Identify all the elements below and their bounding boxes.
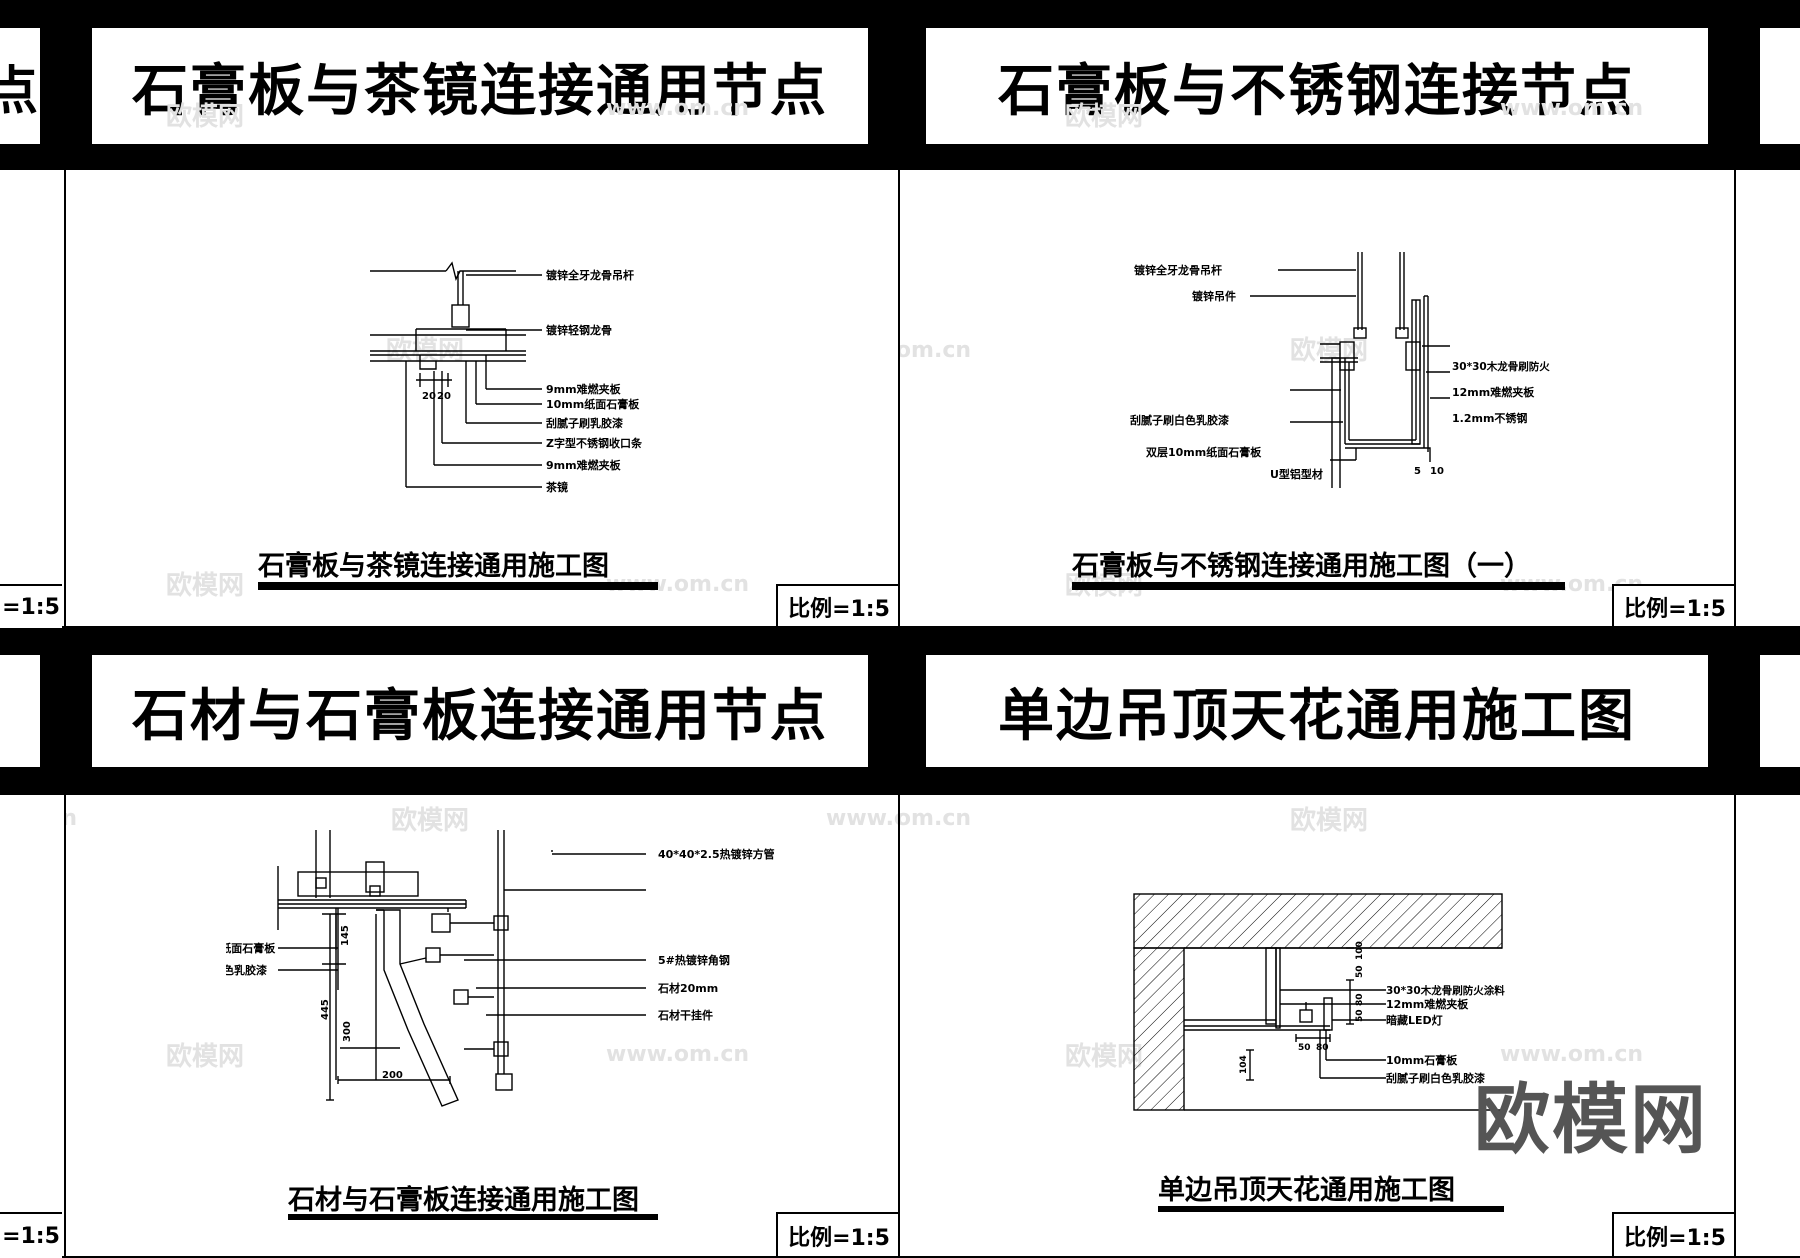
dimension: 10 — [1430, 466, 1444, 477]
label: 9mm难燃夹板 — [546, 458, 622, 472]
label: 茶镜 — [545, 480, 568, 494]
label: 12mm难燃夹板 — [1386, 997, 1469, 1011]
label: 30*30木龙骨刷防火涂料 — [1386, 984, 1505, 997]
dimension: 100 — [1355, 941, 1365, 960]
panel-gypsum-stainless: 石膏板与不锈钢连接节点 欧模网 www.om.cn 欧模网 www.om.cn … — [900, 0, 1734, 626]
label: 40*40*2.5热镀锌方管 — [658, 847, 775, 861]
watermark-brand: 欧模网 — [166, 571, 245, 601]
drawing-caption: 单边吊顶天花通用施工图 — [1158, 1175, 1455, 1206]
label: 12mm难燃夹板 — [1452, 385, 1535, 399]
label: 镀锌轻钢龙骨 — [546, 323, 612, 337]
scale-box: 比例=1:5 — [1612, 1212, 1734, 1256]
detail-drawing: 镀锌全牙龙骨吊杆 镀锌吊件 30*30木龙骨刷防火涂料 12mm难燃夹板 1.2… — [1130, 252, 1550, 488]
caption-underline — [258, 582, 658, 590]
dimension: 20 — [422, 391, 436, 402]
dimension: 50 — [1355, 965, 1365, 978]
label: 30*30木龙骨刷防火涂料 — [1452, 360, 1550, 373]
watermark-url: www.om.cn — [1500, 96, 1644, 121]
panel-title: 石膏板与茶镜连接通用节点 — [92, 28, 868, 144]
label: 5#热镀锌角钢 — [658, 953, 730, 967]
label: 镀锌吊件 — [1192, 289, 1236, 303]
edge-scale-fragment-top: =1:5 — [0, 584, 62, 628]
dimension: 200 — [382, 1070, 403, 1081]
dimension: 80 — [1316, 1043, 1329, 1053]
label: 9mm难燃夹板 — [546, 382, 622, 396]
watermark-url: www.om.cn — [606, 1042, 750, 1067]
scale-box: 比例=1:5 — [776, 1212, 898, 1256]
dimension: 50 — [1355, 1009, 1365, 1022]
label: Z字型不锈钢收口条 — [546, 436, 643, 450]
caption-underline — [1158, 1206, 1504, 1212]
watermark-url: www.om.cn — [900, 806, 972, 831]
watermark-brand: 欧模网 — [391, 806, 470, 836]
label: 石材20mm — [657, 981, 718, 995]
label: 刮腻子刷乳胶漆 — [546, 416, 623, 430]
label: 刮腻子刷白色乳胶漆 — [226, 963, 267, 977]
panel-title: 石膏板与不锈钢连接节点 — [926, 28, 1708, 144]
dimension: 20 — [437, 391, 451, 402]
watermark-url: www.om.cn — [900, 338, 972, 363]
scale-box: 比例=1:5 — [776, 584, 898, 626]
label: 10mm双层纸面石膏板 — [226, 941, 276, 955]
label: 石材干挂件 — [657, 1008, 713, 1022]
label: 双层10mm纸面石膏板 — [1146, 445, 1262, 459]
watermark-url: www.om.cn — [1500, 1042, 1644, 1067]
label: 刮腻子刷白色乳胶漆 — [1130, 413, 1229, 427]
edge-panel-right-bottom — [1736, 640, 1800, 1256]
drawing-caption: 石膏板与不锈钢连接通用施工图（一） — [1072, 551, 1531, 582]
edge-title-fragment: 点 — [0, 28, 40, 144]
dimension: 104 — [1239, 1055, 1249, 1074]
label: U型铝型材 — [1270, 467, 1323, 481]
label: 暗藏LED灯 — [1386, 1013, 1443, 1027]
watermark-brand: 欧模网 — [1290, 806, 1369, 836]
panel-stone-gypsum: 石材与石膏板连接通用节点 欧模网 www.om.cn om.cn 欧模网 www… — [66, 640, 898, 1256]
dimension: 80 — [1355, 993, 1365, 1006]
dimension: 50 — [1298, 1043, 1311, 1053]
label: 镀锌全牙龙骨吊杆 — [546, 268, 634, 282]
edge-panel-right — [1736, 0, 1800, 626]
dimension: 145 — [340, 925, 351, 946]
panel-title: 单边吊顶天花通用施工图 — [926, 655, 1708, 767]
drawing-caption: 石材与石膏板连接通用施工图 — [288, 1185, 639, 1216]
watermark-brand: 欧模网 — [166, 102, 245, 132]
watermark-brand: 欧模网 — [1290, 336, 1369, 366]
detail-drawing: 40*40*2.5热镀锌方管 5#热镀锌角钢 石材20mm 石材干挂件 10mm… — [226, 830, 775, 1107]
edge-scale-fragment-bottom: =1:5 — [0, 1212, 62, 1258]
label: 镀锌全牙龙骨吊杆 — [1134, 263, 1222, 277]
label: 10mm纸面石膏板 — [546, 397, 640, 411]
scale-box: 比例=1:5 — [1612, 584, 1734, 626]
label: 刮腻子刷白色乳胶漆 — [1386, 1071, 1485, 1085]
dimension: 5 — [1414, 466, 1421, 477]
watermark-brand: 欧模网 — [1065, 1042, 1144, 1072]
edge-panel-left-bottom — [0, 640, 64, 1256]
panel-title: 石材与石膏板连接通用节点 — [92, 655, 868, 767]
drawing-caption: 石膏板与茶镜连接通用施工图 — [258, 551, 609, 582]
edge-panel-left: 点 — [0, 0, 64, 626]
watermark-brand: 欧模网 — [166, 1042, 245, 1072]
dimension: 300 — [342, 1021, 353, 1042]
watermark-url: www.om.cn — [606, 96, 750, 121]
caption-underline — [288, 1214, 658, 1220]
detail-drawing: 30*30木龙骨刷防火涂料 12mm难燃夹板 暗藏LED灯 10mm石膏板 刮腻… — [1133, 893, 1505, 1111]
label: 10mm石膏板 — [1386, 1053, 1458, 1067]
watermark-brand-large: 欧模网 — [1474, 1075, 1708, 1164]
detail-drawing: 镀锌全牙龙骨吊杆 镀锌轻钢龙骨 9mm难燃夹板 10mm纸面石膏板 刮腻子刷乳胶… — [370, 261, 643, 494]
label: 1.2mm不锈钢 — [1452, 411, 1527, 425]
dimension: 445 — [320, 999, 331, 1020]
watermark-url-fragment: om.cn — [66, 806, 78, 831]
watermark-brand: 欧模网 — [1065, 102, 1144, 132]
caption-underline — [1072, 582, 1565, 590]
watermark-url: www.om.cn — [826, 806, 898, 831]
panel-gypsum-tea-mirror: 石膏板与茶镜连接通用节点 欧模网 www.om.cn 欧模网 欧模网 www.o… — [66, 0, 898, 626]
panel-single-side-ceiling: 单边吊顶天花通用施工图 欧模网 www.om.cn www.om.cn 欧模网 — [900, 640, 1734, 1256]
